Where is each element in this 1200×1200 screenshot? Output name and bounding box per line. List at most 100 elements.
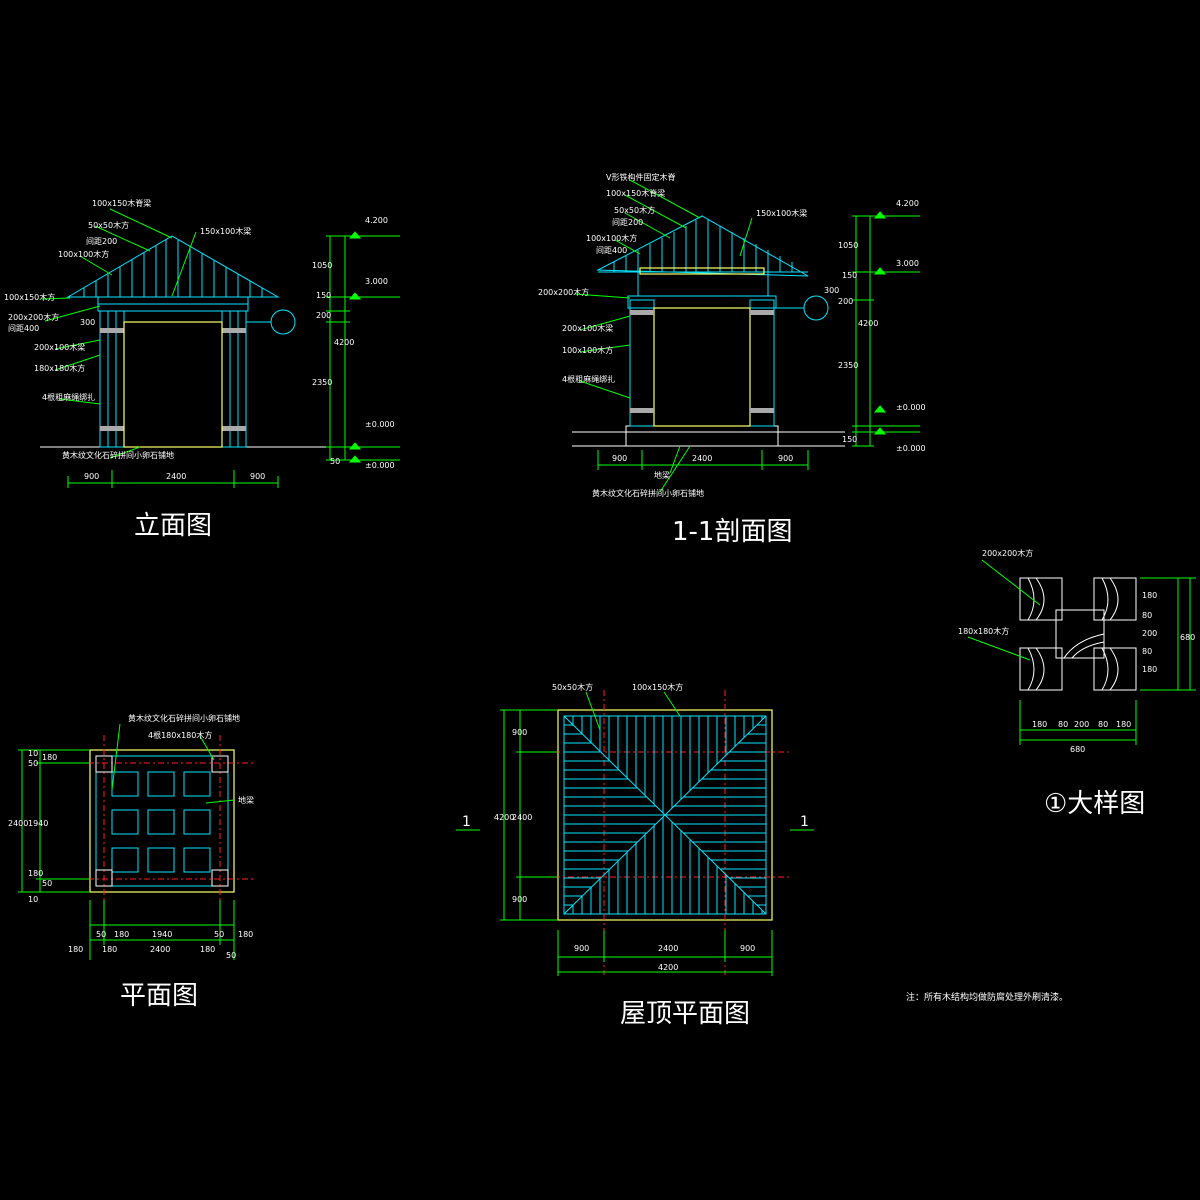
elev-dim-h2: 2400 xyxy=(166,472,186,481)
sec-label-13: 黄木纹文化石碎拼间小卵石铺地 xyxy=(592,488,704,498)
elevation-title: 立面图 xyxy=(134,511,212,541)
elev-dim-v3: 300 xyxy=(80,318,95,327)
plan-dim-h8: 180 xyxy=(238,930,253,939)
roof-plan-outline xyxy=(557,709,773,921)
detail-dim-v6: 680 xyxy=(1180,633,1195,642)
sec-label-3: 50x50木方 xyxy=(614,205,655,215)
elev-dim-v6: 4200 xyxy=(334,338,354,347)
plan-dim-h6: 180 xyxy=(68,945,83,954)
plan-dim-v1: 2400 xyxy=(8,819,28,828)
detail-dim-h6: 680 xyxy=(1070,745,1085,754)
sec-label-12: 地梁 xyxy=(654,470,670,480)
detail-dim-v3: 200 xyxy=(1142,629,1157,638)
sec-dim-h3: 900 xyxy=(778,454,793,463)
sec-level-1: 4.200 xyxy=(896,199,919,208)
detail-label-2: 180x180木方 xyxy=(958,626,1009,636)
section-roof-outline xyxy=(596,215,809,277)
roof-label-1: 50x50木方 xyxy=(552,682,593,692)
sec-label-2: 100x150木脊梁 xyxy=(606,188,665,198)
plan-title: 平面图 xyxy=(120,981,198,1011)
elev-label-12: 黄木纹文化石碎拼间小卵石铺地 xyxy=(62,450,174,460)
elev-dim-v1: 1050 xyxy=(312,261,332,270)
section-rafters xyxy=(613,220,793,296)
roof-dim-v3: 2400 xyxy=(512,813,532,822)
elev-dim-v4: 200 xyxy=(316,311,331,320)
section-dims-h xyxy=(597,450,809,470)
elev-label-10: 180x180木方 xyxy=(34,363,85,373)
elev-label-3: 间距200 xyxy=(86,237,117,246)
roof-dim-h4: 4200 xyxy=(658,963,678,972)
sec-dim-v7: 150 xyxy=(842,435,857,444)
plan-dim-h10: 180 xyxy=(102,945,117,954)
detail-dim-v2: 80 xyxy=(1142,611,1152,620)
section-title: 1-1剖面图 xyxy=(672,517,792,547)
elev-label-6: 100x150木方 xyxy=(4,292,55,302)
plan-dim-v4: 180 xyxy=(42,753,57,762)
plan-paving-grid xyxy=(111,771,211,873)
sec-dim-v5: 2350 xyxy=(838,361,858,370)
sec-label-1: V形铁构件固定木脊 xyxy=(606,172,675,182)
elev-label-11: 4根粗麻绳绑扎 xyxy=(42,392,95,402)
elev-level-3: ±0.000 xyxy=(365,420,395,429)
detail-callout-1 xyxy=(270,309,296,335)
sec-level-4: ±0.000 xyxy=(896,444,926,453)
plan-dim-v3: 50 xyxy=(28,759,38,768)
plan-dims xyxy=(18,723,235,960)
sec-dim-v6: 4200 xyxy=(858,319,878,328)
roof-dim-v4: 900 xyxy=(512,895,527,904)
section-column-left xyxy=(629,299,655,427)
section-detail-callout xyxy=(803,295,829,321)
elevation-dims-h xyxy=(67,470,279,488)
section-tie-beam xyxy=(627,295,777,309)
detail-dim-v4: 80 xyxy=(1142,647,1152,656)
detail-label-1: 200x200木方 xyxy=(982,548,1033,558)
roof-dim-v2: 900 xyxy=(512,728,527,737)
roof-dim-h2: 2400 xyxy=(658,944,678,953)
detail-dims xyxy=(967,559,1196,745)
elev-label-7: 200x200木方 xyxy=(8,312,59,322)
plan-outline xyxy=(89,749,235,893)
door-opening xyxy=(123,321,223,448)
section-dims-v xyxy=(852,211,920,447)
elev-label-5: 150x100木梁 xyxy=(200,226,251,236)
plan-dim-v6: 180 xyxy=(28,869,43,878)
plan-label-3: 地梁 xyxy=(238,795,254,805)
elevation-text: 100x150木脊梁 50x50木方 间距200 100x100木方 150x1… xyxy=(4,198,395,541)
detail-dim-v1: 180 xyxy=(1142,591,1157,600)
section-leaders xyxy=(574,179,753,493)
sec-dim-h2: 2400 xyxy=(692,454,712,463)
sec-label-6: 间距400 xyxy=(596,246,627,255)
section-mark-left: 1 xyxy=(462,814,471,830)
plan-dim-h3: 1940 xyxy=(152,930,172,939)
detail-dim-v5: 180 xyxy=(1142,665,1157,674)
plan-columns xyxy=(95,755,229,887)
detail-dim-h5: 180 xyxy=(1116,720,1131,729)
elevation-dims-v xyxy=(326,231,400,463)
detail-dim-h2: 80 xyxy=(1058,720,1068,729)
ground-beam xyxy=(625,425,779,447)
section-column-right xyxy=(749,299,775,427)
elev-dim-v2: 150 xyxy=(316,291,331,300)
detail-dim-h4: 80 xyxy=(1098,720,1108,729)
elev-label-4: 100x100木方 xyxy=(58,249,109,259)
plan-dim-v5: 1940 xyxy=(28,819,48,828)
plan-dim-h1: 50 xyxy=(96,930,106,939)
sec-dim-v3: 300 xyxy=(824,286,839,295)
elev-label-1: 100x150木脊梁 xyxy=(92,198,151,208)
plan-label-1: 黄木纹文化石碎拼间小卵石铺地 xyxy=(128,713,240,723)
sec-label-4: 间距200 xyxy=(612,218,643,227)
elev-dim-v7: 50 xyxy=(330,457,340,466)
elev-label-8: 间距400 xyxy=(8,324,39,333)
detail-title: ①大样图 xyxy=(1044,789,1145,819)
elev-dim-v5: 2350 xyxy=(312,378,332,387)
elevation-drawing xyxy=(40,208,400,488)
detail-drawing: 200x200木方 180x180木方 180 80 200 80 180 68… xyxy=(958,548,1196,819)
detail-dim-h3: 200 xyxy=(1074,720,1089,729)
sec-label-7: 150x100木梁 xyxy=(756,208,807,218)
section-beam-top xyxy=(639,267,765,275)
plan-dim-h5: 50 xyxy=(214,930,224,939)
sec-dim-v4: 200 xyxy=(838,297,853,306)
roof-dim-h1: 900 xyxy=(574,944,589,953)
roof-rafters xyxy=(83,240,263,297)
